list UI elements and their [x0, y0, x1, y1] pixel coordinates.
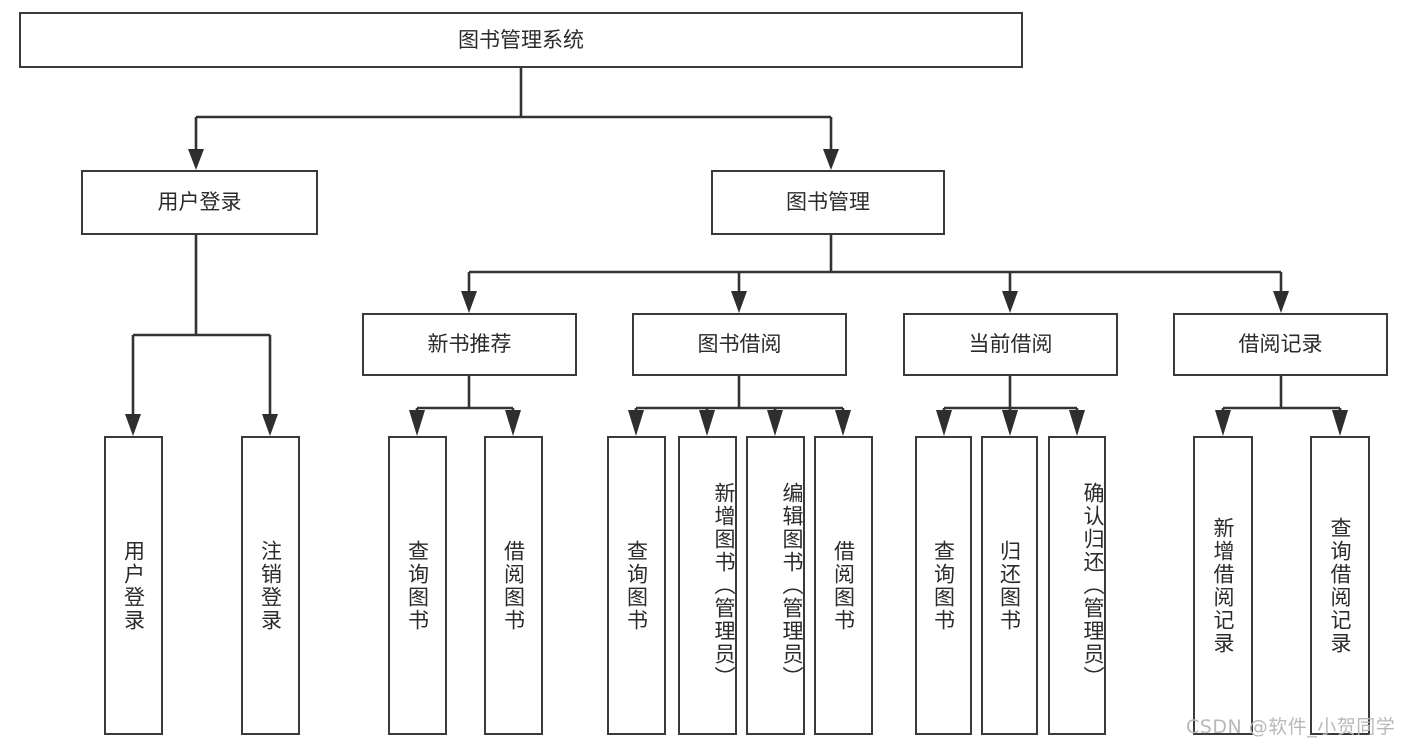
leaf-query-book-1[interactable]: 查询图书: [388, 436, 447, 735]
leaf-add-book-label: 新增图书（管理员）: [712, 482, 736, 689]
node-borrow-record[interactable]: 借阅记录: [1173, 313, 1388, 376]
leaf-confirm-return[interactable]: 确认归还（管理员）: [1048, 436, 1106, 735]
arrow-leaf-borrow-book-2: [835, 410, 851, 436]
arrow-leaf-add-book: [699, 410, 715, 436]
leaf-query-record-label: 查询借阅记录: [1328, 516, 1353, 655]
arrow-new-book: [461, 291, 477, 313]
leaf-return-book-label: 归还图书: [997, 539, 1022, 632]
arrow-book-borrow: [731, 291, 747, 313]
arrow-leaf-return-book: [1002, 410, 1018, 436]
leaf-logout-login[interactable]: 注销登录: [241, 436, 300, 735]
leaf-query-book-3[interactable]: 查询图书: [915, 436, 972, 735]
node-book-manage-label: 图书管理: [786, 190, 870, 215]
arrow-leaf-query-record: [1332, 410, 1348, 436]
leaf-add-record-label: 新增借阅记录: [1211, 516, 1236, 655]
node-user-login[interactable]: 用户登录: [81, 170, 318, 235]
arrow-leaf-user-login: [125, 414, 141, 436]
arrow-current-borrow: [1002, 291, 1018, 313]
leaf-borrow-book-2[interactable]: 借阅图书: [814, 436, 873, 735]
node-current-borrow-label: 当前借阅: [968, 332, 1053, 357]
arrow-user-login: [188, 149, 204, 170]
node-borrow-record-label: 借阅记录: [1238, 332, 1323, 357]
leaf-edit-book-label: 编辑图书（管理员）: [780, 482, 804, 689]
arrow-leaf-query-book-1: [409, 410, 425, 436]
leaf-user-login[interactable]: 用户登录: [104, 436, 163, 735]
node-root-label: 图书管理系统: [458, 27, 584, 52]
node-book-manage[interactable]: 图书管理: [711, 170, 945, 235]
arrow-leaf-query-book-3: [936, 410, 952, 436]
leaf-user-login-label: 用户登录: [121, 539, 146, 632]
arrow-leaf-confirm-return: [1069, 410, 1085, 436]
leaf-edit-book[interactable]: 编辑图书（管理员）: [746, 436, 805, 735]
node-current-borrow[interactable]: 当前借阅: [903, 313, 1118, 376]
arrow-leaf-edit-book: [767, 410, 783, 436]
leaf-borrow-book-1-label: 借阅图书: [501, 539, 526, 632]
leaf-borrow-book-2-label: 借阅图书: [831, 539, 856, 632]
arrow-leaf-borrow-book-1: [505, 410, 521, 436]
leaf-query-book-1-label: 查询图书: [405, 539, 430, 632]
leaf-query-book-2-label: 查询图书: [624, 539, 649, 632]
arrow-leaf-add-record: [1215, 410, 1231, 436]
leaf-query-book-3-label: 查询图书: [931, 539, 956, 632]
leaf-add-record[interactable]: 新增借阅记录: [1193, 436, 1253, 735]
node-book-borrow[interactable]: 图书借阅: [632, 313, 847, 376]
arrow-leaf-query-book-2: [628, 410, 644, 436]
node-user-login-label: 用户登录: [157, 190, 242, 215]
arrow-leaf-logout-login: [262, 414, 278, 436]
arrow-borrow-record: [1273, 291, 1289, 313]
leaf-add-book[interactable]: 新增图书（管理员）: [678, 436, 737, 735]
node-new-book-recommend-label: 新书推荐: [427, 332, 512, 357]
leaf-return-book[interactable]: 归还图书: [981, 436, 1038, 735]
node-root[interactable]: 图书管理系统: [19, 12, 1023, 68]
node-new-book-recommend[interactable]: 新书推荐: [362, 313, 577, 376]
leaf-query-record[interactable]: 查询借阅记录: [1310, 436, 1370, 735]
leaf-confirm-return-label: 确认归还（管理员）: [1081, 482, 1105, 689]
arrow-book-manage: [823, 149, 839, 170]
leaf-query-book-2[interactable]: 查询图书: [607, 436, 666, 735]
node-book-borrow-label: 图书借阅: [697, 332, 782, 357]
watermark-text: CSDN @软件_小贺同学: [1186, 716, 1396, 738]
leaf-logout-login-label: 注销登录: [258, 539, 283, 632]
leaf-borrow-book-1[interactable]: 借阅图书: [484, 436, 543, 735]
